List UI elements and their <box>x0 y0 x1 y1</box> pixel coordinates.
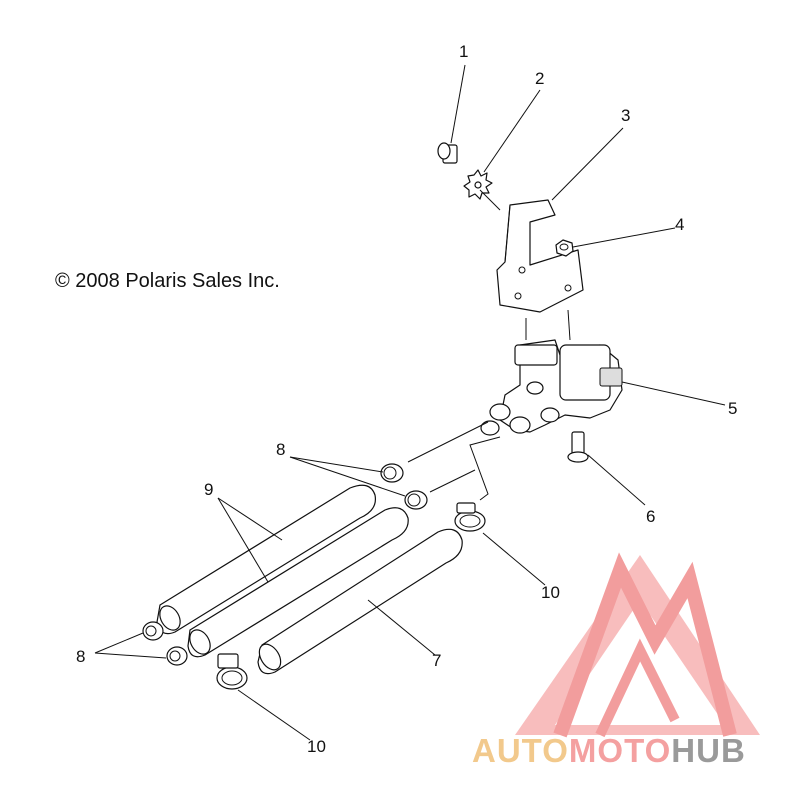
part-8-clamp-a <box>380 463 404 483</box>
callout-2: 2 <box>535 69 544 88</box>
callout-6: 6 <box>646 507 655 526</box>
callout-4: 4 <box>675 215 684 234</box>
part-6-bolt <box>567 431 589 463</box>
watermark-hub: HUB <box>671 732 746 769</box>
part-8-clamp-b <box>404 490 428 510</box>
callout-8-lower: 8 <box>76 647 85 666</box>
leader-lines <box>94 64 726 741</box>
watermark-text: AUTOMOTOHUB <box>472 732 746 769</box>
part-9-hose-lower <box>187 507 409 658</box>
part-5-valve-assembly <box>480 339 623 436</box>
callout-1: 1 <box>459 42 468 61</box>
callout-3: 3 <box>621 106 630 125</box>
callout-10-lower: 10 <box>307 737 326 756</box>
callout-10-upper: 10 <box>541 583 560 602</box>
watermark-moto: MOTO <box>569 732 671 769</box>
copyright-text: © 2008 Polaris Sales Inc. <box>55 270 280 292</box>
part-10-clamp-b <box>216 653 248 690</box>
callout-8-upper: 8 <box>276 440 285 459</box>
watermark-auto: AUTO <box>472 732 569 769</box>
part-8-clamp-c <box>142 621 164 641</box>
part-4-nut <box>555 239 574 257</box>
watermark-logo-icon <box>515 552 760 738</box>
callout-5: 5 <box>728 399 737 418</box>
callout-9: 9 <box>204 480 213 499</box>
part-8-clamp-d <box>166 646 188 666</box>
callout-7: 7 <box>432 651 441 670</box>
assembly-guide-lines <box>407 189 571 501</box>
part-2-star-washer <box>463 169 493 200</box>
part-3-bracket <box>496 199 584 313</box>
part-10-clamp-a <box>454 502 486 532</box>
part-1-pin <box>437 142 458 164</box>
part-7-hose <box>257 528 463 675</box>
